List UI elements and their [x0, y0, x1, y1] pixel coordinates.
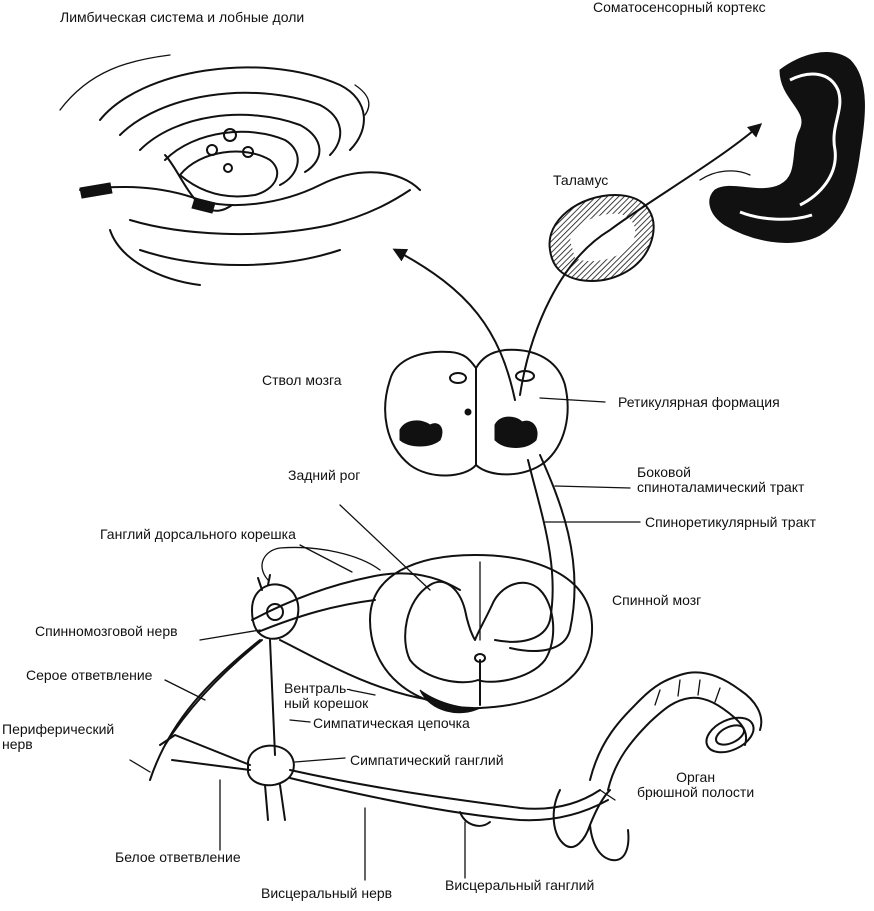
somatosensory-cortex-illustration: [699, 52, 865, 243]
label-brainstem: Ствол мозга: [262, 372, 342, 388]
intestine-illustration: [552, 671, 763, 862]
thalamus-illustration: [548, 193, 655, 282]
ascending-pathways: [339, 123, 763, 652]
leader-lines: [129, 397, 641, 881]
label-dorsal-ganglion: Ганглий дорсального корешка: [100, 526, 296, 542]
label-lateral-tract: Боковой спиноталамический тракт: [637, 464, 805, 495]
label-spinal-cord: Спинной мозг: [612, 592, 702, 608]
sympathetic-ganglion-illustration: [247, 744, 295, 787]
label-reticular: Ретикулярная формация: [618, 394, 780, 410]
label-spinoreticular: Спиноретикулярный тракт: [645, 514, 817, 530]
dorsal-root-ganglion-illustration: [251, 574, 300, 640]
label-gray-ramus: Серое ответвление: [26, 667, 153, 683]
label-visceral-nerve: Висцеральный нерв: [261, 885, 393, 901]
label-white-ramus: Белое ответвление: [115, 849, 241, 865]
label-spinal-nerve: Спинномозговой нерв: [35, 623, 178, 639]
label-visceral-ganglion: Висцеральный ганглий: [445, 877, 595, 893]
label-posterior-horn: Задний рог: [288, 467, 361, 483]
label-thalamus: Таламус: [553, 172, 609, 188]
peripheral-nerves: [149, 546, 609, 827]
label-ventral-root: Вентраль- ный корешок: [284, 680, 369, 711]
limbic-brain-illustration: [59, 54, 421, 286]
label-peripheral-nerve: Периферический нерв: [2, 721, 115, 752]
label-somatosensory: Соматосенсорный кортекс: [593, 0, 766, 15]
spinal-cord-section-illustration: [369, 554, 594, 714]
brainstem-section-illustration: [384, 348, 569, 477]
label-sympathetic-chain: Симпатическая цепочка: [313, 715, 470, 731]
label-limbic: Лимбическая система и лобные доли: [60, 9, 305, 25]
label-sympathetic-ganglion: Симпатический ганглий: [350, 752, 504, 768]
label-abdominal-organ: Орган брюшной полости: [637, 769, 755, 800]
